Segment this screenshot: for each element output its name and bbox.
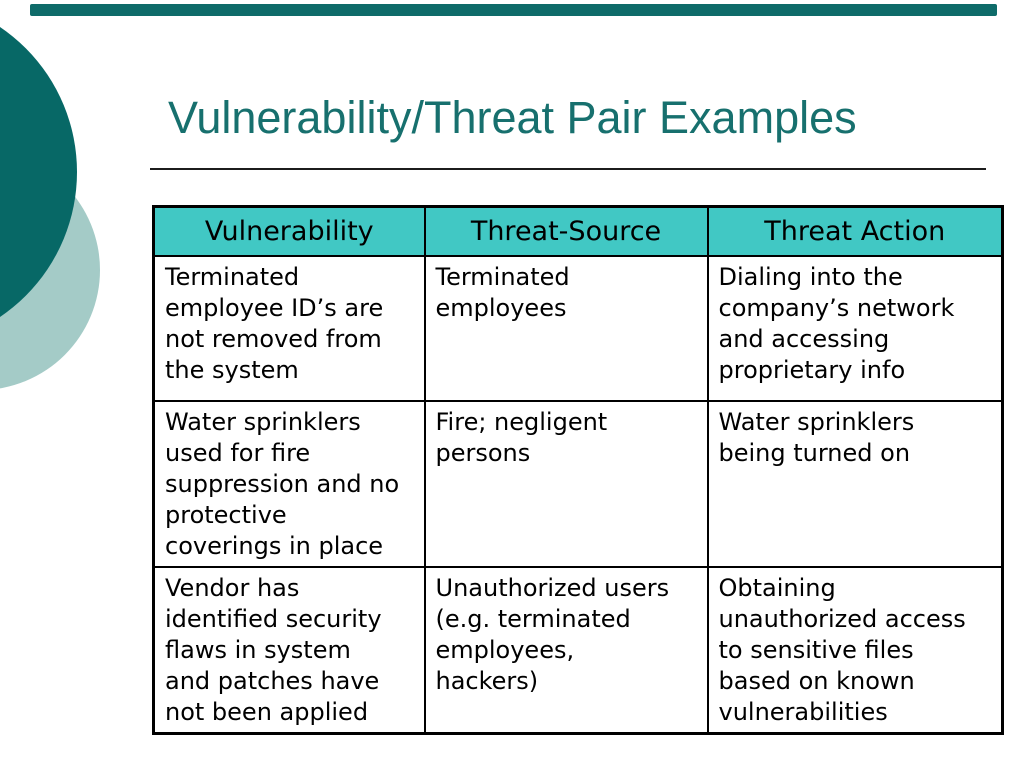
table-cell-threat-action-2: Water sprinklers being turned on <box>706 400 1004 568</box>
top-accent-bar <box>30 4 997 16</box>
table-header-row: Vulnerability Threat-Source Threat Actio… <box>152 205 1004 257</box>
column-header-threat-source: Threat-Source <box>423 205 709 257</box>
table-row: Water sprinklers used for fire suppressi… <box>152 400 1004 568</box>
column-header-vulnerability: Vulnerability <box>152 205 426 257</box>
column-header-threat-action: Threat Action <box>706 205 1004 257</box>
table-cell-threat-source-1: Terminated employees <box>423 255 709 402</box>
table-row: Terminated employee ID’s are not removed… <box>152 255 1004 402</box>
table-cell-threat-action-1: Dialing into the company’s network and a… <box>706 255 1004 402</box>
table-cell-vulnerability-2: Water sprinklers used for fire suppressi… <box>152 400 426 568</box>
vulnerability-threat-table: Vulnerability Threat-Source Threat Actio… <box>152 205 1004 735</box>
slide-title: Vulnerability/Threat Pair Examples <box>168 92 857 143</box>
table-cell-threat-source-3: Unauthorized users (e.g. terminated empl… <box>423 566 709 735</box>
table-cell-vulnerability-1: Terminated employee ID’s are not removed… <box>152 255 426 402</box>
table-cell-vulnerability-3: Vendor has identified security flaws in … <box>152 566 426 735</box>
title-underline <box>150 168 986 170</box>
table-cell-threat-source-2: Fire; negligent persons <box>423 400 709 568</box>
table-row: Vendor has identified security flaws in … <box>152 566 1004 735</box>
table-cell-threat-action-3: Obtaining unauthorized access to sensiti… <box>706 566 1004 735</box>
